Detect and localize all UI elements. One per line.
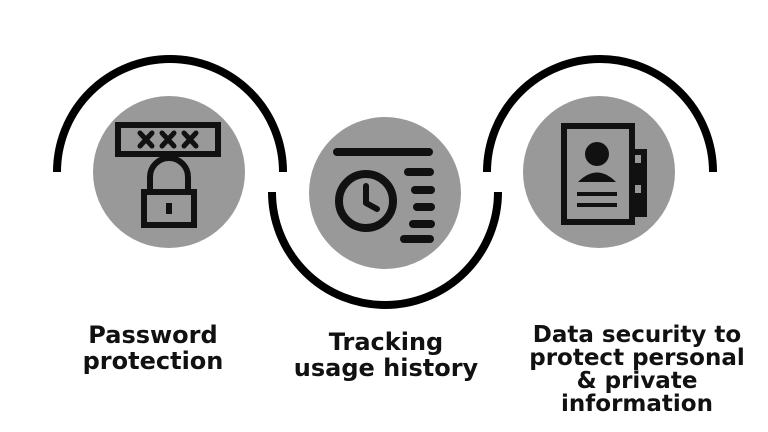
step-2 xyxy=(309,117,461,269)
step-1 xyxy=(93,96,245,248)
step-1-label-line: Password xyxy=(88,321,218,349)
arc-top-right xyxy=(483,55,717,173)
step-2-label-line: Tracking xyxy=(328,328,444,356)
clock-history-icon xyxy=(333,148,435,243)
step-3 xyxy=(523,96,675,248)
step-1-circle xyxy=(93,96,245,248)
step-1-label-line: protection xyxy=(82,346,224,375)
step-3-label-line: protect personal xyxy=(529,345,745,371)
arc-bottom-middle xyxy=(268,191,502,309)
step-3-label-line: information xyxy=(561,391,713,417)
step-3-label-line: Data security to xyxy=(532,322,742,348)
personal-data-file-icon xyxy=(561,123,647,225)
password-padlock-icon xyxy=(115,122,221,228)
step-3-label-line: & private xyxy=(576,368,698,394)
step-3-circle xyxy=(523,96,675,248)
step-1-label: Password protection xyxy=(58,321,248,375)
step-3-label: Data security to protect personal & priv… xyxy=(512,324,762,416)
connector-arcs xyxy=(53,55,717,309)
step-2-label-line: usage history xyxy=(293,353,479,382)
step-2-circle xyxy=(309,117,461,269)
step-2-label: Tracking usage history xyxy=(276,328,496,382)
arc-top-left xyxy=(53,55,287,173)
